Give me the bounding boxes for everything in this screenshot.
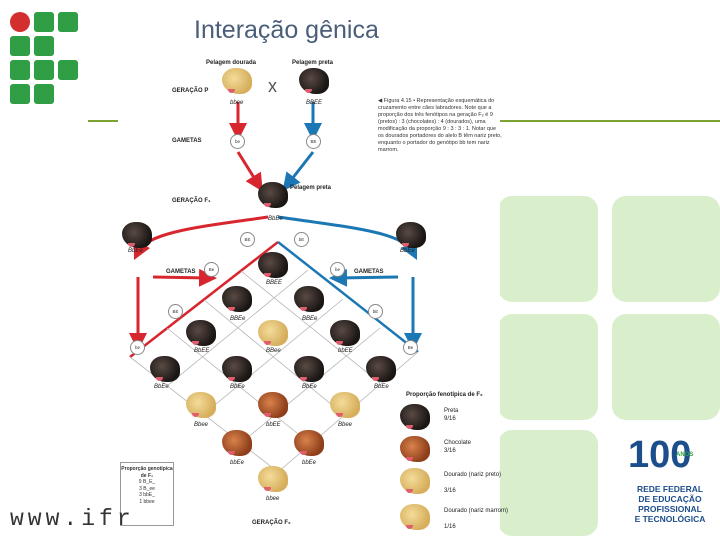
gamete-top-2: bE: [294, 232, 309, 247]
phenotype-ratio: 1/16: [444, 524, 456, 530]
decor-card-1: [498, 196, 598, 302]
dog-f1-left: [122, 222, 152, 248]
f1-left-genotype: BbEe: [128, 248, 143, 254]
gamete-top-4: be: [330, 262, 345, 277]
geracao-f2-label: GERAÇÃO F₂: [252, 520, 291, 526]
seal-line: DE EDUCAÇÃO: [624, 494, 716, 504]
f2-genotype: BbEe: [154, 384, 169, 390]
f2-dog: [258, 392, 288, 418]
f2-genotype: bbEe: [230, 460, 244, 466]
f2-dog: [222, 286, 252, 312]
f2-dog: [294, 356, 324, 382]
slide-title: Interação gênica: [194, 16, 379, 45]
f2-dog: [222, 356, 252, 382]
f2-dog: [294, 430, 324, 456]
legend-dog-golden-black-nose: [400, 468, 430, 494]
f2-genotype: BbEe: [302, 384, 317, 390]
f2-dog: [294, 286, 324, 312]
f2-dog: [258, 252, 288, 278]
f2-genotype: BbEe: [230, 384, 245, 390]
gamete-left-1: BE: [168, 304, 183, 319]
phenotype-name: Dourado (nariz marrom): [444, 508, 508, 514]
seal-anos: ANOS: [676, 452, 693, 458]
dog-f1: [258, 182, 288, 208]
gamete-be-upper: BE: [306, 134, 321, 149]
f1-phenotype-label: Pelagem preta: [290, 185, 331, 191]
geracao-p-label: GERAÇÃO P: [172, 88, 208, 94]
f2-dog: [330, 320, 360, 346]
genotype-title: Proporção genotípica de F₂: [121, 466, 173, 479]
gamete-right-1: bE: [368, 304, 383, 319]
legend-dog-chocolate: [400, 436, 430, 462]
decor-card-4: [612, 314, 720, 420]
f2-genotype: BbEE: [194, 348, 209, 354]
f1-genotype: BbEe: [268, 216, 283, 222]
f2-genotype: BBEe: [230, 316, 245, 322]
phenotype-ratio: 3/16: [444, 488, 456, 494]
phenotype-title: Proporção fenotípica de F₂: [406, 392, 483, 398]
seal-line: E TECNOLÓGICA: [624, 514, 716, 524]
f2-genotype: BBEe: [302, 316, 317, 322]
parent-right-label: Pelagem preta: [292, 60, 333, 66]
f2-dog: [186, 392, 216, 418]
f2-genotype: BBEE: [266, 280, 282, 286]
gamete-top-3: Be: [204, 262, 219, 277]
phenotype-name: Dourado (nariz preto): [444, 472, 501, 478]
f1-right-genotype: BbEe: [400, 248, 415, 254]
dog-golden-parent: [222, 68, 252, 94]
dog-black-parent: [299, 68, 329, 94]
divider-right: [500, 120, 720, 122]
legend-dog-black: [400, 404, 430, 430]
f2-genotype: BbEe: [374, 384, 389, 390]
gametas-label: GAMETAS: [172, 138, 202, 144]
gametas-right-label: GAMETAS: [354, 269, 384, 275]
f2-dog: [258, 466, 288, 492]
f2-genotype: bbEe: [302, 460, 316, 466]
parent-right-genotype: BBEE: [306, 100, 322, 106]
phenotype-name: Chocolate: [444, 440, 471, 446]
f2-dog: [186, 320, 216, 346]
f2-genotype: BBee: [266, 348, 281, 354]
f2-genotype: bbee: [266, 496, 279, 502]
f2-genotype: bbEE: [338, 348, 353, 354]
gamete-be-lower: be: [230, 134, 245, 149]
phenotype-ratio: 3/16: [444, 448, 456, 454]
parent-left-label: Pelagem dourada: [206, 60, 256, 66]
phenotype-name: Preta: [444, 408, 458, 414]
seal-line: REDE FEDERAL: [624, 484, 716, 494]
f2-dog: [366, 356, 396, 382]
decor-card-5: [498, 430, 598, 536]
f2-dog: [330, 392, 360, 418]
gamete-left-2: be: [130, 340, 145, 355]
institute-logo: [10, 12, 80, 116]
genotype-item: 1 bbee: [121, 499, 173, 506]
legend-dog-golden-brown-nose: [400, 504, 430, 530]
f2-dog: [222, 430, 252, 456]
seal-line: PROFISSIONAL: [624, 504, 716, 514]
f2-genotype: Bbee: [338, 422, 352, 428]
f2-dog: [258, 320, 288, 346]
gamete-top-1: BE: [240, 232, 255, 247]
f2-genotype: Bbee: [194, 422, 208, 428]
figure-caption: ◀ Figura 4.15 • Representação esquemátic…: [378, 98, 502, 154]
gamete-right-2: Be: [403, 340, 418, 355]
parent-left-genotype: bbee: [230, 100, 243, 106]
decor-card-3: [498, 314, 598, 420]
website-url: www.ifr: [10, 506, 135, 532]
f2-dog: [150, 356, 180, 382]
rede-federal-seal: 100 ANOS REDE FEDERAL DE EDUCAÇÃO PROFIS…: [624, 432, 716, 536]
geracao-f1-label: GERAÇÃO F₁: [172, 198, 210, 204]
cross-symbol: x: [268, 76, 277, 97]
phenotype-ratio: 9/16: [444, 416, 456, 422]
gametas-left-label: GAMETAS: [166, 269, 196, 275]
decor-card-2: [612, 196, 720, 302]
dog-f1-right: [396, 222, 426, 248]
f2-genotype: bbEE: [266, 422, 281, 428]
